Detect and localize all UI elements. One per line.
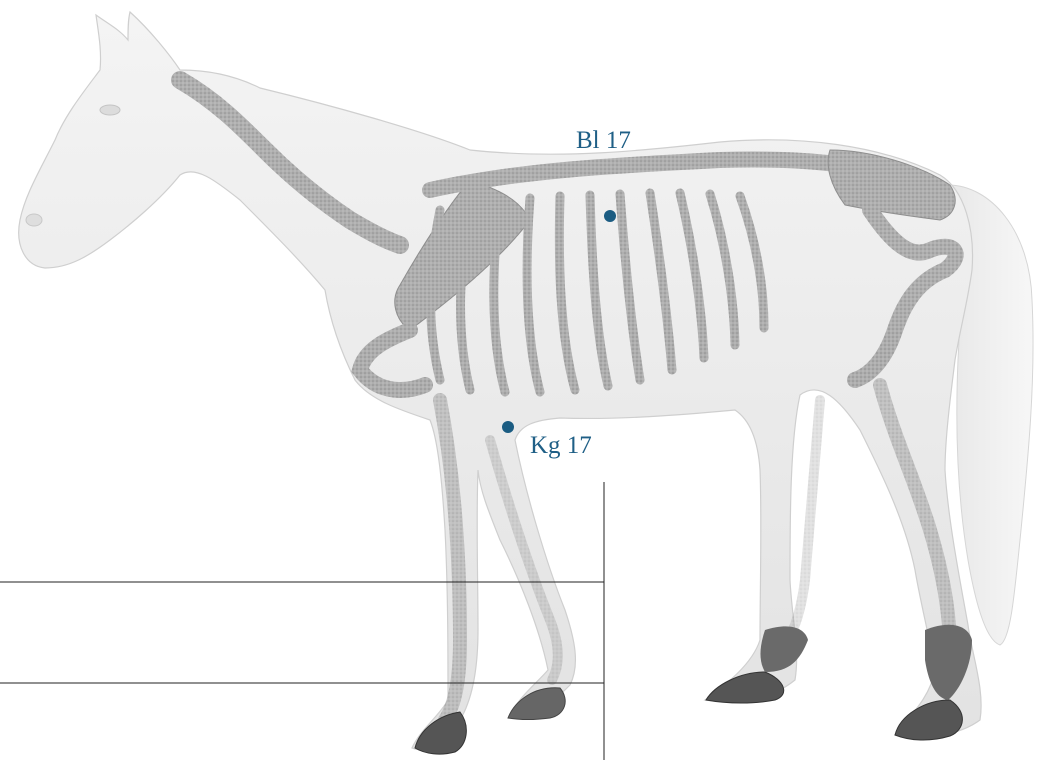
hoof-front-near: [415, 712, 466, 754]
pastern-hind-far: [760, 626, 808, 672]
eye: [100, 105, 120, 115]
bl17-point-marker[interactable]: [604, 210, 616, 222]
bl17-point-label: Bl 17: [576, 128, 631, 153]
hoof-hind-far: [706, 672, 784, 703]
hooves: [415, 625, 972, 754]
hoof-front-far: [508, 688, 565, 720]
kg17-point-label: Kg 17: [530, 433, 592, 458]
kg17-point-marker[interactable]: [502, 421, 514, 433]
hoof-hind-near: [895, 700, 962, 740]
nostril: [26, 214, 42, 226]
